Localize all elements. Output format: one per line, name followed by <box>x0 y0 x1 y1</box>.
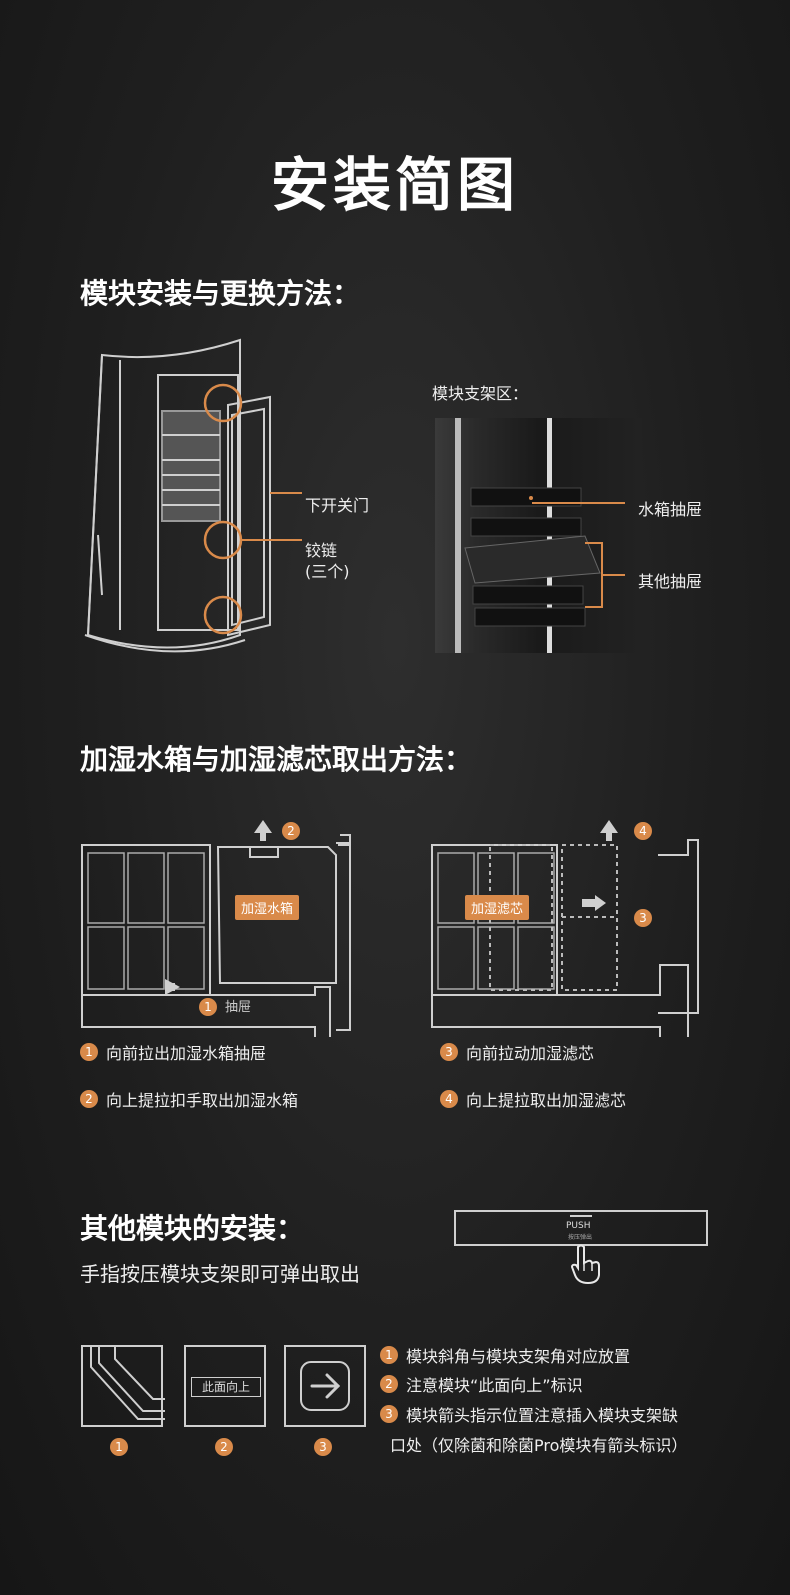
step-2-marker: 2 <box>282 820 300 840</box>
figure-3-marker: 3 <box>314 1436 332 1456</box>
door-label: 下开关门 <box>305 496 370 515</box>
rack-callout-lines <box>532 502 625 608</box>
section-heading-tank-filter: 加湿水箱与加湿滤芯取出方法： <box>80 743 473 776</box>
water-tank-tag: 加湿水箱 <box>235 895 300 920</box>
filter-tag: 加湿滤芯 <box>465 895 530 920</box>
face-up-label: 此面向上 <box>191 1377 261 1397</box>
drawer-label: 抽屉 <box>225 1000 252 1015</box>
cabinet-illustration <box>84 338 302 653</box>
hinge-count-label: (三个) <box>305 562 350 581</box>
section-heading-module-install: 模块安装与更换方法： <box>80 277 361 310</box>
rack-photo <box>435 418 642 653</box>
step-1-marker: 1 <box>199 996 217 1016</box>
push-sub-label: 按压弹出 <box>568 1234 593 1241</box>
filter-diagram <box>431 820 699 1037</box>
figure-face-up: 此面向上 <box>184 1345 266 1427</box>
figure-corner <box>81 1345 165 1427</box>
hinge-label: 铰链 <box>305 541 338 560</box>
section-heading-other-modules: 其他模块的安装： <box>80 1212 305 1245</box>
step-3-marker: 3 <box>634 907 652 927</box>
push-indicator-line <box>570 1215 592 1217</box>
water-drawer-label: 水箱抽屉 <box>638 500 703 519</box>
finger-press-icon <box>570 1244 600 1285</box>
figure-1-marker: 1 <box>110 1436 128 1456</box>
section-subheading: 手指按压模块支架即可弹出取出 <box>80 1262 360 1286</box>
rack-area-title: 模块支架区： <box>432 384 529 403</box>
other-drawer-label: 其他抽屉 <box>638 572 703 591</box>
step-4-marker: 4 <box>634 820 652 840</box>
figure-2-marker: 2 <box>215 1436 233 1456</box>
water-tank-diagram <box>81 820 351 1037</box>
push-label: PUSH <box>566 1221 591 1231</box>
note-3-continued: 口处（仅除菌和除菌Pro模块有箭头标识） <box>390 1436 688 1455</box>
page-title: 安装简图 <box>270 151 519 219</box>
figure-arrow <box>284 1345 366 1427</box>
